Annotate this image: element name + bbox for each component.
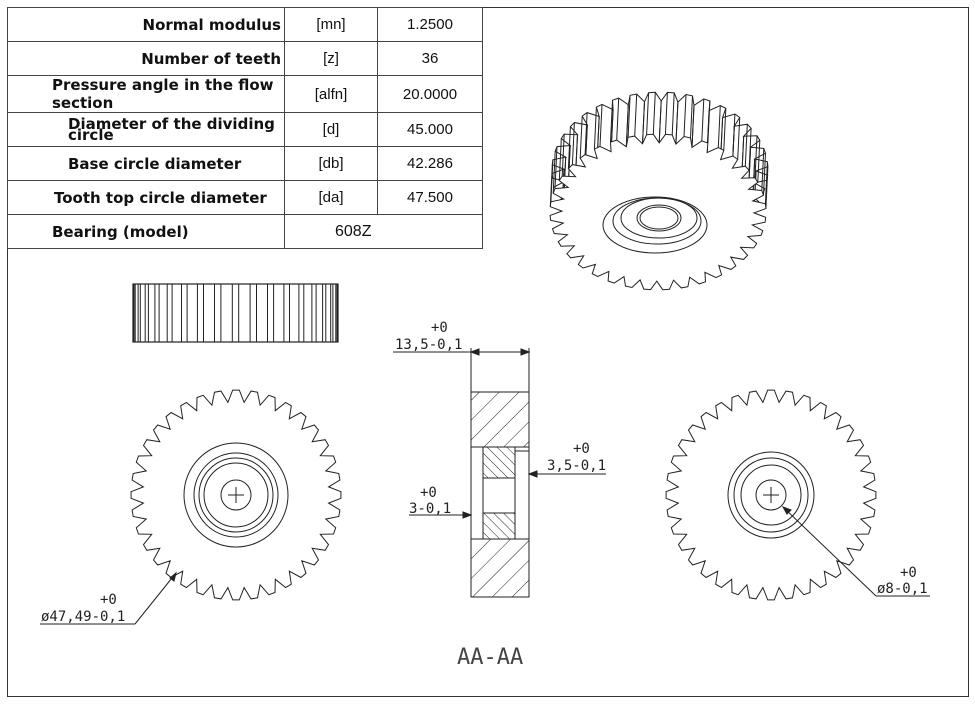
tooth-edge (664, 92, 668, 135)
gear-outline (130, 389, 342, 601)
table-row: Normal modulus[mn]1.2500 (7, 7, 483, 42)
table-row: Tooth top circle diameter[da]47.500 (7, 180, 483, 215)
tooth-edge (765, 166, 769, 209)
outer-diameter-tolerance: +0 (100, 592, 117, 608)
hub-ring (620, 197, 698, 239)
spec-table: Normal modulus[mn]1.2500 Number of teeth… (7, 7, 483, 249)
table-row: Number of teeth[z]36 (7, 41, 483, 76)
hub-outer (602, 196, 708, 254)
hub-bore (636, 204, 682, 232)
tooth-edge (646, 92, 650, 135)
tooth-edge (671, 92, 675, 135)
hub-left-dimension: 3-0,1 (409, 501, 451, 517)
tooth-edge (723, 108, 727, 151)
tooth-edge (737, 117, 741, 160)
tooth-edge (610, 100, 613, 143)
width-dimension: 13,5-0,1 (395, 337, 462, 353)
section-label: AA-AA (457, 645, 523, 670)
tooth-edge (561, 134, 565, 177)
tooth-edge (761, 148, 765, 191)
tooth-edge (652, 92, 656, 135)
tooth-edge (552, 151, 556, 194)
tooth-edge (558, 138, 562, 181)
spec-value: 47.500 (377, 180, 483, 215)
spec-value: 1.2500 (377, 7, 483, 42)
spec-symbol: [mn] (284, 7, 378, 42)
tooth-edge (717, 105, 721, 148)
spec-label: Tooth top circle diameter (7, 180, 285, 215)
tooth-edge (683, 94, 687, 137)
table-row: Pressure angle in the flow section[alfn]… (7, 75, 483, 113)
spec-value: 45.000 (377, 112, 483, 147)
bearing-label: Bearing (model) (7, 214, 285, 249)
tooth-edge (754, 135, 758, 178)
gear-outline (665, 389, 877, 601)
tooth-edge (764, 161, 768, 204)
tooth-edge (625, 104, 629, 147)
spec-label: Diameter of the dividing circle (7, 112, 285, 147)
table-row: Bearing (model)608Z (7, 214, 483, 249)
tooth-edge (642, 101, 645, 144)
spec-label: Base circle diameter (7, 146, 285, 181)
tooth-edge (579, 116, 583, 159)
gear-front-view-right (665, 389, 877, 601)
tooth-edge (675, 102, 679, 145)
gear-front-face (549, 133, 767, 291)
spec-value: 20.0000 (377, 75, 483, 113)
tooth-edge (567, 126, 571, 169)
tooth-edge (550, 159, 554, 202)
tooth-edge (571, 122, 575, 165)
hub-bore (639, 206, 679, 230)
hub-right-dimension: 3,5-0,1 (547, 458, 606, 474)
table-row: Diameter of the dividing circle[d]45.000 (7, 112, 483, 147)
tooth-edge (634, 94, 638, 137)
spec-symbol: [da] (284, 180, 378, 215)
width-tolerance: +0 (431, 320, 448, 336)
tooth-edge (690, 95, 693, 138)
drawing-frame (7, 7, 969, 697)
bearing-value: 608Z (284, 214, 483, 249)
tooth-edge (593, 107, 597, 150)
bore-dimension: ø8-0,1 (877, 581, 928, 597)
tooth-edge (627, 95, 631, 138)
gear-isometric-view (549, 91, 769, 291)
tooth-edge (763, 153, 766, 196)
tooth-edge (584, 112, 588, 155)
tooth-edge (757, 140, 761, 183)
hub-left-tolerance: +0 (420, 485, 437, 501)
tooth-edge (744, 124, 748, 167)
spec-value: 42.286 (377, 146, 483, 181)
tooth-edge (554, 146, 558, 189)
gear-section-view (40, 348, 930, 625)
gear-side-view (132, 283, 339, 343)
gear-front-view-left (130, 389, 342, 601)
tooth-edge (616, 98, 620, 141)
tooth-edge (691, 105, 695, 148)
hub-right-tolerance: +0 (573, 441, 590, 457)
outer-diameter-dimension: ø47,49-0,1 (41, 609, 125, 625)
tooth-edge (599, 104, 603, 147)
tooth-edge (701, 98, 705, 141)
tooth-edge (658, 100, 662, 143)
bore-tolerance: +0 (900, 565, 917, 581)
